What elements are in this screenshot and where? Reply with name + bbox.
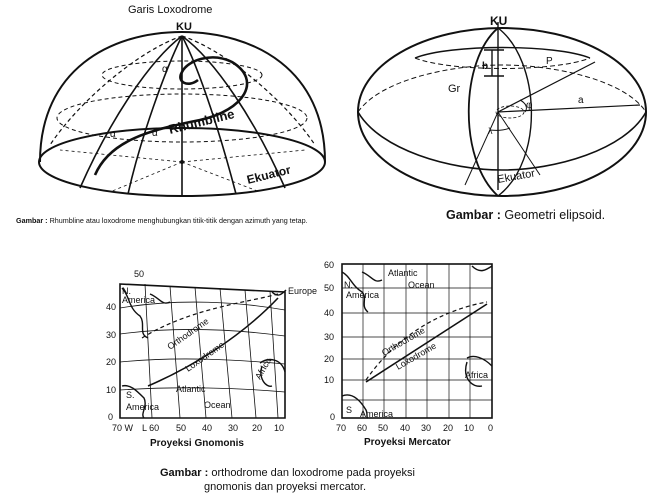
mercator-x-tick-70: 70 bbox=[336, 423, 346, 433]
figure1-caption-text: Rhumbline atau loxodrome menghubungkan t… bbox=[49, 216, 308, 225]
gnomonic-n-label: N. bbox=[122, 286, 131, 296]
mercator-y-tick-50: 50 bbox=[324, 283, 334, 293]
mercator-y-tick-0: 0 bbox=[330, 412, 335, 422]
gnomonic-x-tick-10: 10 bbox=[274, 423, 284, 433]
mercator-x-tick-10: 10 bbox=[464, 423, 474, 433]
alpha-label-2: α bbox=[152, 128, 158, 139]
gnomonic-america-label-1: America bbox=[122, 295, 155, 305]
figure1-title: Garis Loxodrome bbox=[128, 4, 213, 16]
ellipsoid-diagram: KU Gr b P a φ λ Ekuator bbox=[357, 14, 647, 197]
mercator-y-tick-20: 20 bbox=[324, 354, 334, 364]
gnomonic-y-tick-30: 30 bbox=[106, 330, 116, 340]
mercator-x-tick-60: 60 bbox=[357, 423, 367, 433]
gr-label: Gr bbox=[448, 83, 461, 95]
mercator-ocean-label: Ocean bbox=[408, 280, 435, 290]
a-label: a bbox=[578, 95, 584, 106]
figure1-caption: Gambar : Rhumbline atau loxodrome menghu… bbox=[16, 216, 336, 226]
p-label: P bbox=[546, 56, 553, 67]
gnomonic-x-tick-20: 20 bbox=[252, 423, 262, 433]
gnomonic-ocean-label: Ocean bbox=[204, 400, 231, 410]
alpha-label-3: α bbox=[162, 64, 168, 75]
mercator-africa-label: Africa bbox=[465, 370, 488, 380]
mercator-x-tick-50: 50 bbox=[378, 423, 388, 433]
gnomonic-title: Proyeksi Gnomonis bbox=[150, 438, 244, 449]
mercator-y-tick-30: 30 bbox=[324, 332, 334, 342]
mercator-x-tick-20: 20 bbox=[443, 423, 453, 433]
mercator-y-tick-60: 60 bbox=[324, 260, 334, 270]
rhumbline-label: Rhumbline bbox=[167, 106, 236, 137]
gnomonic-y-tick-20: 20 bbox=[106, 357, 116, 367]
mercator-title: Proyeksi Mercator bbox=[364, 437, 451, 448]
gnomonic-atlantic-label: Atlantic bbox=[176, 384, 206, 394]
figure2-caption-bold: Gambar : bbox=[446, 208, 501, 222]
ku-label-2: KU bbox=[490, 14, 507, 28]
gnomonic-x-tick-l60: L 60 bbox=[142, 423, 159, 433]
alpha-label-1: α bbox=[110, 129, 116, 140]
mercator-x-tick-0: 0 bbox=[488, 423, 493, 433]
gnomonic-america-label-2: America bbox=[126, 402, 159, 412]
ku-label-1: KU bbox=[176, 21, 192, 33]
mercator-america-label-2: America bbox=[360, 409, 393, 419]
gnomonic-y-tick-10: 10 bbox=[106, 385, 116, 395]
mercator-s-label: S bbox=[346, 405, 352, 415]
gnomonic-africa-label: Africa bbox=[253, 356, 273, 381]
figure3-caption-line1: orthodrome dan loxodrome pada proyeksi bbox=[211, 467, 415, 479]
gnomonic-x-tick-40: 40 bbox=[202, 423, 212, 433]
hemisphere-diagram: KU Rhumbline Ekuator α α α bbox=[38, 21, 326, 197]
figure1-caption-bold: Gambar : bbox=[16, 216, 48, 225]
gnomonic-y-tick-0: 0 bbox=[108, 412, 113, 422]
gnomonic-loxodrome-label: Loxodrome bbox=[183, 340, 226, 374]
gnomonic-top-tick: 50 bbox=[134, 269, 144, 279]
ekuator-label-1: Ekuator bbox=[245, 162, 292, 186]
center-point bbox=[180, 160, 184, 164]
gnomonic-x-tick-30: 30 bbox=[228, 423, 238, 433]
mercator-x-tick-30: 30 bbox=[421, 423, 431, 433]
gnomonic-x-tick-50: 50 bbox=[176, 423, 186, 433]
mercator-y-tick-40: 40 bbox=[324, 308, 334, 318]
gnomonic-y-tick-40: 40 bbox=[106, 302, 116, 312]
phi-label: φ bbox=[526, 100, 533, 111]
figure2-caption: Gambar : Geometri elipsoid. bbox=[446, 208, 605, 222]
gnomonic-map: 50 40 30 20 10 0 70 W L 60 50 40 30 20 1… bbox=[106, 269, 317, 449]
figure3-caption-line2: gnomonis dan proyeksi mercator. bbox=[204, 481, 367, 493]
lambda-label: λ bbox=[488, 126, 493, 136]
figure3-caption: Gambar : orthodrome dan loxodrome pada p… bbox=[160, 466, 460, 494]
mercator-map: 60 50 40 30 20 10 0 70 60 50 40 30 20 10… bbox=[324, 260, 493, 448]
mercator-atlantic-label: Atlantic bbox=[388, 268, 418, 278]
figure3-caption-bold: Gambar : bbox=[160, 467, 209, 479]
gnomonic-x-tick-70w: 70 W bbox=[112, 423, 134, 433]
europe-label: Europe bbox=[288, 286, 317, 296]
figure2-caption-text: Geometri elipsoid. bbox=[504, 208, 606, 222]
b-label: b bbox=[482, 61, 488, 72]
gnomonic-orthodrome-label: Orthodrome bbox=[165, 316, 210, 352]
mercator-america-label-1: America bbox=[346, 290, 379, 300]
mercator-y-tick-10: 10 bbox=[324, 375, 334, 385]
gnomonic-s-label: S. bbox=[126, 390, 135, 400]
mercator-x-tick-40: 40 bbox=[400, 423, 410, 433]
mercator-n-label: N. bbox=[344, 280, 353, 290]
